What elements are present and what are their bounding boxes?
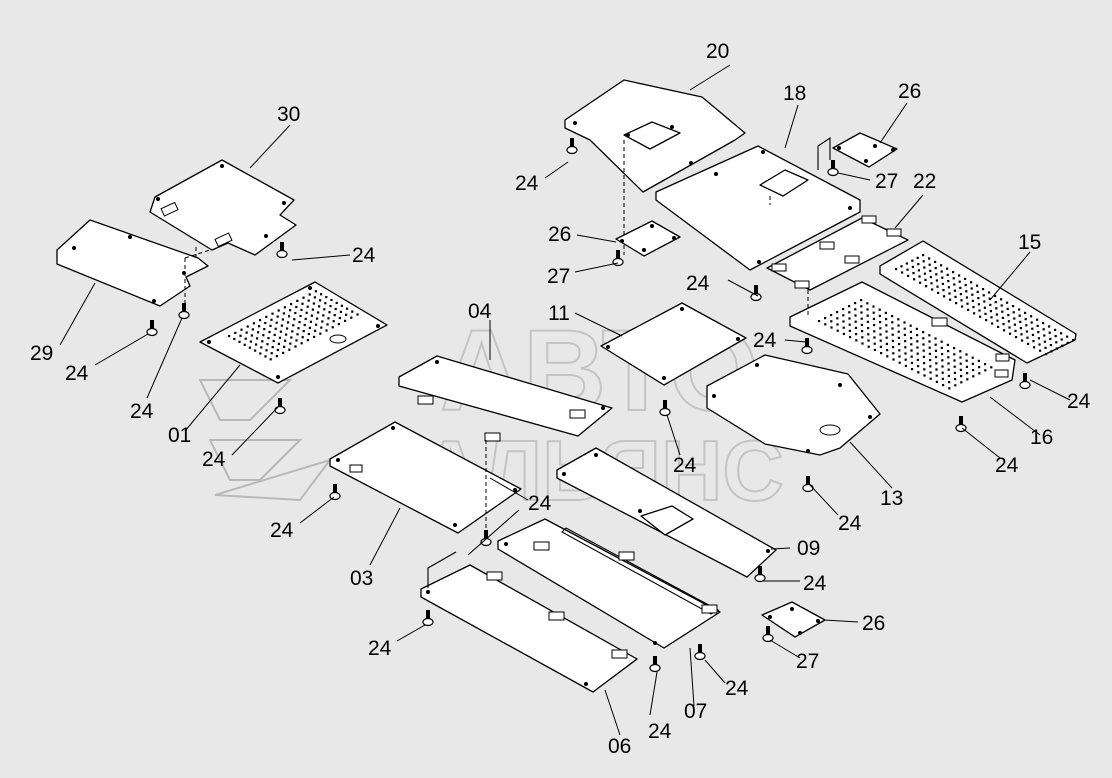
- label-24-o: 24: [803, 572, 827, 595]
- label-24-e: 24: [130, 400, 154, 423]
- plate-26-bottom: [761, 601, 826, 638]
- label-24-d: 24: [65, 362, 89, 385]
- label-11: 11: [548, 302, 570, 325]
- bolt-24: [659, 400, 671, 417]
- plate-04: [398, 355, 613, 442]
- plate-07: [497, 518, 721, 649]
- plate-06: [420, 551, 638, 693]
- bolt-group: [146, 138, 1031, 673]
- label-24-j: 24: [995, 454, 1019, 477]
- label-22: 22: [913, 170, 936, 193]
- plate-15: [879, 240, 1077, 364]
- label-04: 04: [468, 300, 492, 323]
- bolt-24: [566, 138, 578, 155]
- bolt-24: [480, 530, 492, 547]
- bolt-24: [955, 416, 967, 433]
- label-24-i: 24: [1067, 390, 1091, 413]
- label-01: 01: [168, 424, 191, 447]
- label-18: 18: [783, 82, 806, 105]
- label-30: 30: [277, 103, 300, 126]
- plate-16: [789, 281, 1016, 403]
- label-24-r: 24: [648, 720, 672, 743]
- bolt-24: [146, 320, 158, 337]
- bolt-24: [762, 626, 774, 643]
- plate-03: [329, 421, 522, 540]
- plate-26-left: [615, 220, 681, 257]
- bolt-24: [750, 285, 762, 302]
- leader-lines: [59, 64, 1071, 736]
- label-24-a: 24: [515, 172, 539, 195]
- perforation-pattern-16: [818, 299, 993, 390]
- plate-22: [766, 215, 909, 315]
- label-24-f: 24: [753, 329, 777, 352]
- bolt-24: [694, 644, 706, 661]
- part-labels: 20 18 26 27 22 30 24 24 26 27 24 15 29 2…: [30, 40, 1091, 758]
- bolt-24: [802, 476, 814, 493]
- label-24-n: 24: [528, 492, 552, 515]
- label-24-c: 24: [686, 272, 710, 295]
- bolt-24: [801, 338, 813, 355]
- label-26-top: 26: [898, 80, 921, 103]
- bolt-24: [274, 398, 286, 415]
- plate-11: [600, 302, 747, 386]
- label-24-h: 24: [202, 448, 226, 471]
- label-27-top: 27: [875, 170, 898, 193]
- bolt-24: [1019, 373, 1031, 390]
- label-27-left: 27: [547, 265, 570, 288]
- label-24-k: 24: [673, 454, 697, 477]
- label-24-b: 24: [352, 244, 376, 267]
- plate-18: [655, 136, 861, 271]
- plate-20: [564, 79, 746, 255]
- plate-30: [149, 159, 297, 256]
- label-03: 03: [350, 567, 373, 590]
- plate-09: [556, 447, 777, 578]
- bolt-24: [827, 160, 839, 177]
- label-13: 13: [880, 487, 903, 510]
- bolt-24: [754, 566, 766, 583]
- bolt-24: [422, 610, 434, 627]
- plate-26-top: [832, 132, 898, 168]
- label-24-m: 24: [270, 519, 294, 542]
- bolt-24: [329, 484, 341, 501]
- label-26-left: 26: [548, 223, 571, 246]
- bolt-24: [276, 242, 288, 259]
- label-24-l: 24: [838, 512, 862, 535]
- label-09: 09: [797, 537, 820, 560]
- label-27-bottom: 27: [796, 650, 819, 673]
- perforation-pattern-15: [895, 254, 1075, 356]
- plate-01: [199, 281, 388, 384]
- label-26-bottom: 26: [862, 612, 885, 635]
- label-16: 16: [1030, 426, 1053, 449]
- plate-29: [56, 219, 211, 307]
- label-24-p: 24: [368, 637, 392, 660]
- label-24-q: 24: [725, 677, 749, 700]
- plate-13: [706, 354, 881, 456]
- bolt-24: [649, 656, 661, 673]
- label-15: 15: [1018, 231, 1041, 254]
- label-07: 07: [684, 700, 707, 723]
- label-29: 29: [30, 342, 53, 365]
- label-06: 06: [608, 735, 631, 758]
- label-20: 20: [706, 40, 729, 63]
- perforation-pattern-01: [228, 290, 359, 361]
- bolt-24: [178, 303, 190, 320]
